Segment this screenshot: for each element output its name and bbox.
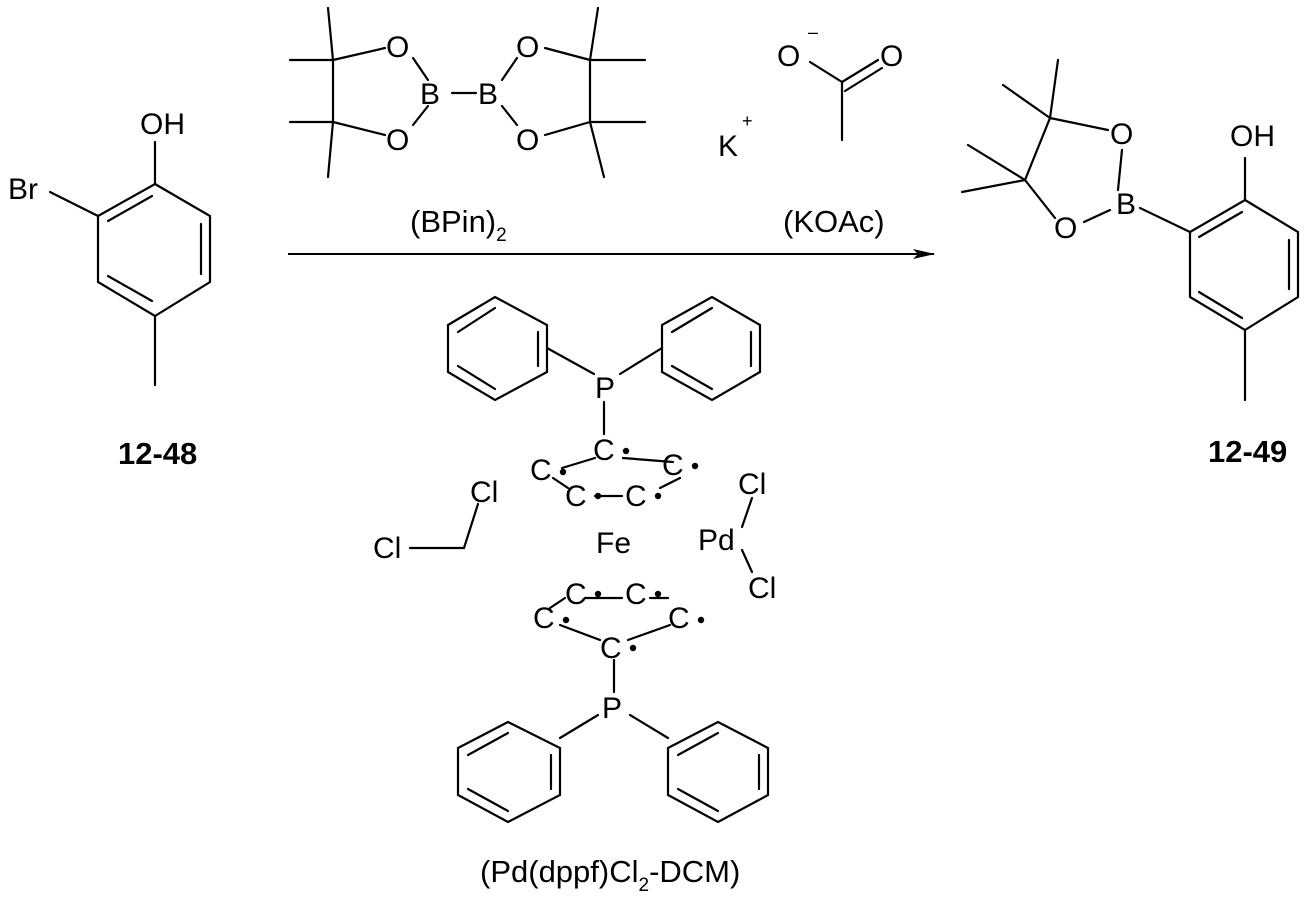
catalyst-c-upper-1: C [593, 434, 615, 467]
reactant-bonds [50, 142, 210, 385]
bpin-o-top-right: O [516, 31, 539, 64]
bpin-o-bottom-left: O [386, 124, 409, 157]
catalyst-c-upper-2: C [530, 454, 552, 487]
catalyst-fe: Fe [596, 527, 631, 560]
koac-minus-charge: – [808, 22, 818, 42]
catalyst-c-lower-3: C [533, 602, 555, 635]
radical-dot [623, 448, 629, 454]
catalyst-cl-dcm-left: Cl [373, 532, 401, 565]
catalyst-caption-main: (Pd(dppf)Cl [480, 854, 639, 889]
catalyst-pd: Pd [698, 524, 735, 557]
catalyst-c-upper-5: C [662, 449, 684, 482]
reactant-br-label: Br [8, 173, 38, 206]
catalyst-p-upper: P [595, 372, 615, 405]
catalyst-c-lower-1: C [565, 578, 587, 611]
catalyst-caption-sub: 2 [639, 875, 650, 896]
bpin-caption: (BPin)2 [410, 204, 507, 246]
radical-dot [595, 493, 601, 499]
bpin-bonds [290, 8, 645, 177]
bpin-caption-sub: 2 [496, 225, 507, 246]
reactant-oh-label: OH [140, 108, 185, 141]
catalyst-c-upper-4: C [625, 480, 647, 513]
catalyst-c-upper-3: C [565, 480, 587, 513]
koac-caption: (KOAc) [783, 204, 885, 239]
radical-dot [655, 493, 661, 499]
koac-plus-charge: + [742, 111, 753, 131]
product-compound-label: 12-49 [1208, 434, 1287, 469]
reactant-12-48: OH Br 12-48 [8, 108, 210, 471]
catalyst-pd-dppf: P C C C C C Cl Cl Fe Pd Cl Cl C C C C C … [373, 297, 776, 896]
catalyst-bonds [410, 297, 768, 822]
radical-dot [692, 463, 698, 469]
radical-dot [560, 469, 566, 475]
catalyst-caption-tail: -DCM) [649, 854, 740, 889]
catalyst-caption: (Pd(dppf)Cl2-DCM) [480, 854, 740, 896]
bpin-b-right: B [478, 78, 498, 111]
koac-o-carbonyl: O [880, 40, 903, 73]
catalyst-cl-dcm-top: Cl [470, 476, 498, 509]
catalyst-c-lower-4: C [668, 602, 690, 635]
bpin-o-bottom-right: O [516, 124, 539, 157]
radical-dot [595, 591, 601, 597]
catalyst-cl-pd-bottom: Cl [748, 572, 776, 605]
bpin-caption-main: (BPin) [410, 204, 496, 239]
koac-cation: K [718, 130, 738, 163]
radical-dot [655, 591, 661, 597]
catalyst-c-lower-2: C [625, 578, 647, 611]
product-oh-label: OH [1230, 120, 1275, 153]
product-b-label: B [1116, 188, 1136, 221]
product-o-bottom: O [1054, 212, 1077, 245]
product-bonds [962, 60, 1298, 400]
product-o-top: O [1110, 118, 1133, 151]
reagent-bpin2: O O B B O O (BPin)2 [290, 8, 645, 246]
catalyst-c-lower-5: C [600, 632, 622, 665]
reagent-koac: O – O K + (KOAc) [718, 22, 903, 239]
bpin-o-top-left: O [386, 31, 409, 64]
koac-bonds [810, 60, 882, 140]
bpin-b-left: B [420, 78, 440, 111]
catalyst-p-lower: P [602, 692, 622, 725]
product-12-49: OH O B O 12-49 [962, 60, 1298, 469]
koac-o-anion: O [777, 40, 800, 73]
radical-dot [630, 645, 636, 651]
catalyst-cl-pd-top: Cl [738, 468, 766, 501]
reactant-compound-label: 12-48 [118, 436, 197, 471]
radical-dot [698, 617, 704, 623]
radical-dot [563, 617, 569, 623]
